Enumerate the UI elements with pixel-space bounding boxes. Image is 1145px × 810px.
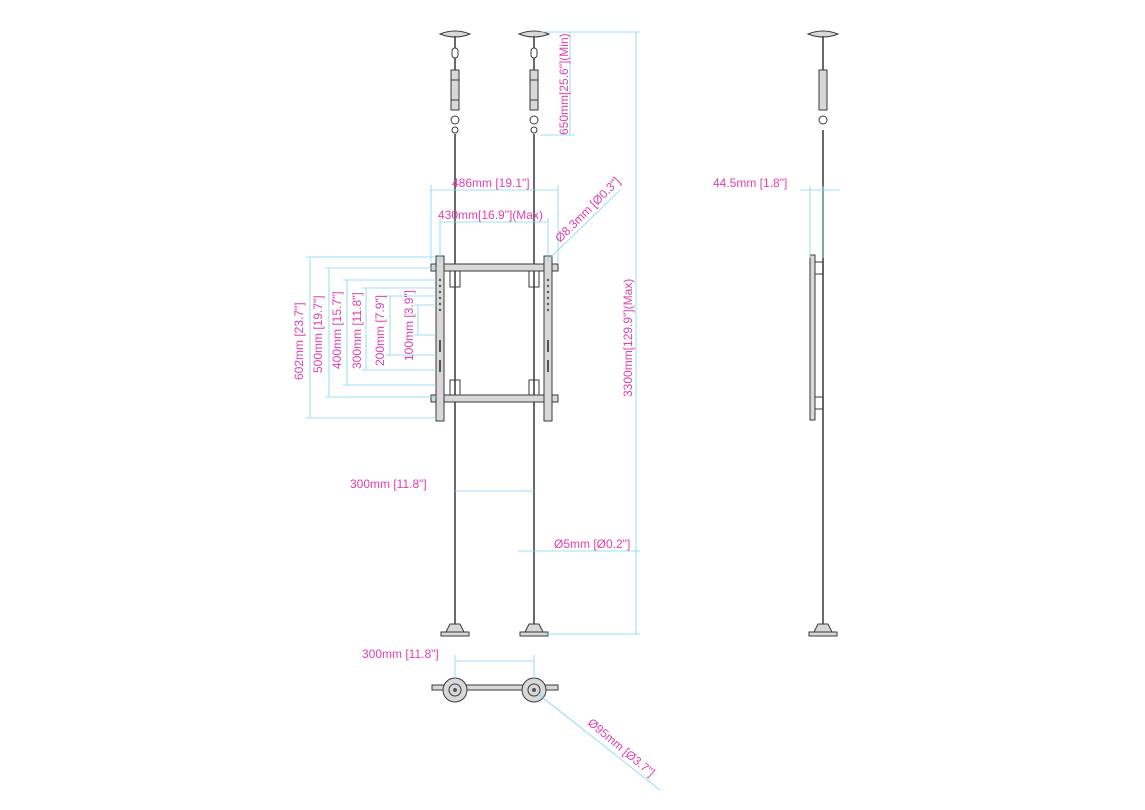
label-h500: 500mm [19.7"] <box>311 295 325 373</box>
floor-base-right <box>519 623 549 637</box>
label-h602: 602mm [23.7"] <box>292 302 306 380</box>
dimension-labels: 650mm[25.6"](Min) 486mm [19.1"] 430mm[16… <box>292 33 787 779</box>
front-view <box>430 30 559 637</box>
label-base-diameter: Ø95mm [Ø3.7"] <box>585 716 658 780</box>
label-depth: 44.5mm [1.8"] <box>713 176 787 190</box>
label-hole-diameter: Ø8.3mm [Ø0.3"] <box>552 174 623 245</box>
label-pole-diameter: Ø5mm [Ø0.2"] <box>554 537 630 551</box>
side-view <box>806 30 840 637</box>
ceiling-plate-right <box>517 30 551 48</box>
label-h200: 200mm [7.9"] <box>373 295 387 366</box>
dimension-lines <box>306 31 840 791</box>
floor-base-left <box>440 623 470 637</box>
top-view <box>431 677 559 703</box>
label-h400: 400mm [15.7"] <box>330 291 344 369</box>
label-h300: 300mm [11.8"] <box>350 292 364 369</box>
label-pole-spacing: 300mm [11.8"] <box>350 477 427 491</box>
label-max-hole-width: 430mm[16.9"](Max) <box>438 208 543 222</box>
mount-frame <box>430 255 559 422</box>
label-total-height: 3300mm[129.9"](Max) <box>621 279 635 397</box>
ceiling-plate-left <box>438 30 472 48</box>
label-min-cable: 650mm[25.6"](Min) <box>557 33 571 135</box>
label-h100: 100mm [3.9"] <box>402 290 416 361</box>
label-base-spacing: 300mm [11.8"] <box>362 647 439 661</box>
label-frame-width: 486mm [19.1"] <box>452 176 530 190</box>
